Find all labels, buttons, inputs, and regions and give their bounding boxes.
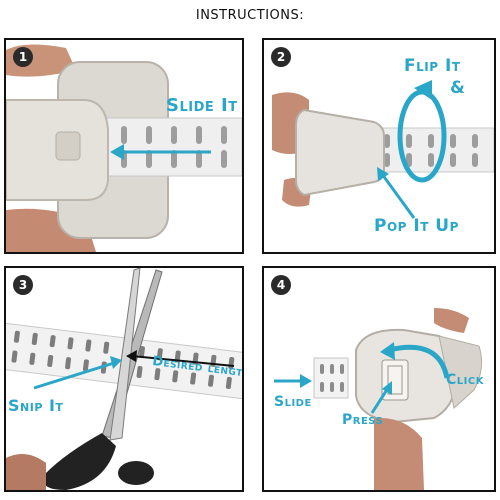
ampersand-label: &: [450, 78, 466, 98]
slide-label: Slide: [274, 394, 312, 410]
step-3-panel: 3 Desired length Snip It: [4, 266, 244, 492]
flip-it-label: Flip It: [404, 56, 461, 76]
step-4-illustration: [274, 308, 483, 490]
step-4-badge: 4: [271, 275, 291, 295]
step-1-illustration: [6, 44, 242, 252]
instructions-title: INSTRUCTIONS:: [195, 8, 305, 23]
press-label: Press: [342, 412, 384, 428]
step-1-badge: 1: [13, 47, 33, 67]
step-3-badge: 3: [13, 275, 33, 295]
step-4-panel: 4 Slide Click Press: [262, 266, 496, 492]
snip-it-label: Snip It: [8, 396, 64, 415]
pop-it-up-label: Pop It Up: [374, 216, 459, 236]
slide-it-label: Slide It: [166, 95, 238, 116]
step-2-badge: 2: [271, 47, 291, 67]
step-1-panel: 1 Slide It: [4, 38, 244, 254]
step-2-panel: 2 Flip It & Pop It Up: [262, 38, 496, 254]
click-label: Click: [446, 372, 484, 388]
step-2-illustration: [272, 80, 494, 219]
step-3-illustration: [6, 268, 242, 490]
